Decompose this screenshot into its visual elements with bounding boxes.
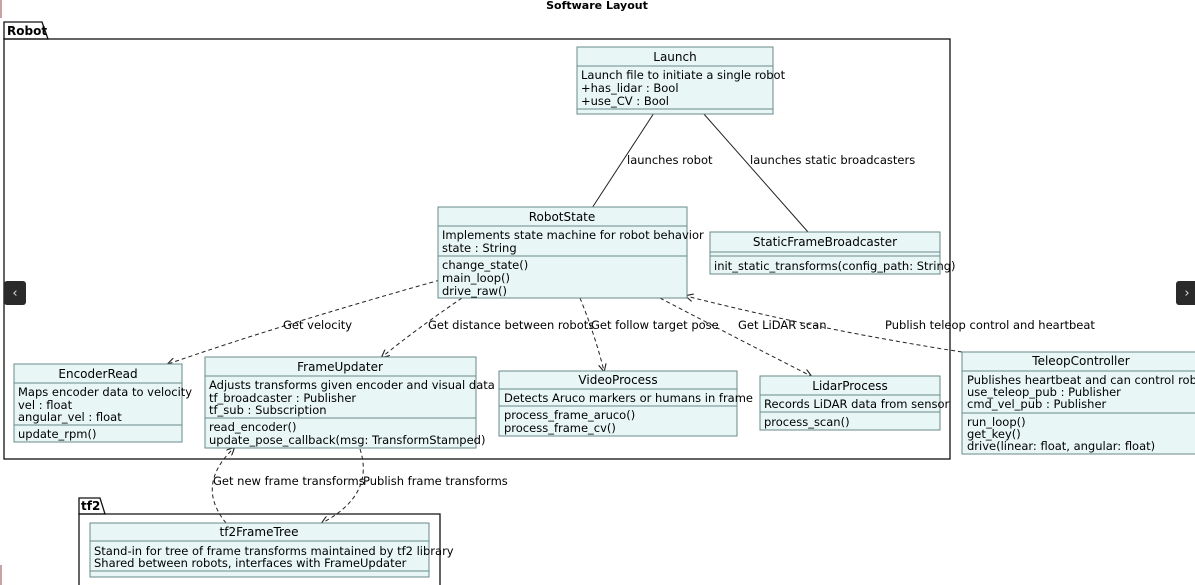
edge-publish-teleop — [686, 296, 963, 353]
left-edge-marker — [0, 565, 2, 585]
package-tf2: tf2 — [78, 497, 441, 585]
class-encoderread: EncoderRead Maps encoder data to velocit… — [13, 363, 192, 443]
class-staticframebroadcaster: StaticFrameBroadcaster init_static_trans… — [709, 231, 956, 275]
edge-get-new-frame — [211, 448, 234, 524]
label-get-distance: Get distance between robots — [428, 318, 594, 332]
package-robot: Robot — [3, 21, 951, 460]
field: tf_broadcaster : Publisher — [209, 391, 356, 405]
class-name: EncoderRead — [58, 367, 137, 381]
previous-button[interactable]: ‹ — [4, 281, 26, 305]
method: init_static_transforms(config_path: Stri… — [714, 259, 956, 273]
class-name: StaticFrameBroadcaster — [753, 235, 897, 249]
method: drive(linear: float, angular: float) — [967, 439, 1155, 453]
class-teleopcontroller: TeleopController Publishes heartbeat and… — [961, 351, 1195, 455]
next-button[interactable]: › — [1176, 281, 1195, 305]
edge-launches-robot — [591, 112, 655, 209]
method: read_encoder() — [209, 420, 296, 434]
chevron-right-icon: › — [1184, 285, 1190, 301]
class-videoprocess: VideoProcess Detects Aruco markers or hu… — [498, 370, 753, 437]
package-tf2-label: tf2 — [81, 499, 100, 513]
label-get-velocity: Get velocity — [283, 318, 352, 332]
label-get-lidar: Get LiDAR scan — [738, 318, 827, 332]
class-name: FrameUpdater — [297, 360, 383, 374]
package-robot-label: Robot — [7, 24, 47, 38]
edge-get-follow — [579, 297, 604, 371]
edges — [168, 112, 963, 524]
method: update_pose_callback(msg: TransformStamp… — [209, 433, 485, 447]
edge-launches-static — [702, 112, 809, 233]
label-publish-frame: Publish frame transforms — [363, 474, 508, 488]
edge-get-lidar — [659, 297, 811, 376]
method: run_loop() — [967, 415, 1026, 429]
field: Implements state machine for robot behav… — [442, 228, 704, 242]
method: drive_raw() — [442, 284, 507, 298]
class-name: Launch — [653, 50, 696, 64]
class-launch: Launch Launch file to initiate a single … — [576, 46, 786, 115]
label-get-new-frame: Get new frame transforms — [213, 474, 365, 488]
field: vel : float — [18, 398, 73, 412]
label-launches-robot: launches robot — [627, 153, 713, 167]
method: get_key() — [967, 427, 1021, 441]
class-lidarprocess: LidarProcess Records LiDAR data from sen… — [759, 375, 950, 431]
field: +has_lidar : Bool — [581, 81, 679, 95]
label-publish-teleop: Publish teleop control and heartbeat — [885, 318, 1095, 332]
field: Shared between robots, interfaces with F… — [94, 556, 407, 570]
field: angular_vel : float — [18, 410, 122, 424]
label-get-follow: Get follow target pose — [591, 318, 719, 332]
field: +use_CV : Bool — [581, 94, 669, 108]
class-frameupdater: FrameUpdater Adjusts transforms given en… — [204, 356, 495, 449]
class-tf2frametree: tf2FrameTree Stand-in for tree of frame … — [89, 522, 454, 578]
field: Adjusts transforms given encoder and vis… — [209, 378, 495, 392]
method: process_frame_aruco() — [504, 408, 635, 422]
field: Maps encoder data to velocity — [18, 385, 192, 399]
field: Detects Aruco markers or humans in frame — [504, 391, 753, 405]
class-name: LidarProcess — [812, 379, 887, 393]
class-name: TeleopController — [1031, 354, 1129, 368]
method: change_state() — [442, 258, 528, 272]
field: state : String — [442, 241, 517, 255]
diagram-title: Software Layout — [546, 0, 648, 12]
edge-get-velocity — [168, 279, 441, 364]
left-edge-marker — [0, 0, 2, 18]
method: update_rpm() — [18, 427, 96, 441]
field: cmd_vel_pub : Publisher — [967, 397, 1107, 411]
method: main_loop() — [442, 271, 510, 285]
field: Records LiDAR data from sensor — [764, 397, 950, 411]
field: use_teleop_pub : Publisher — [967, 385, 1121, 399]
field: tf_sub : Subscription — [209, 403, 327, 417]
method: process_frame_cv() — [504, 421, 616, 435]
class-name: tf2FrameTree — [220, 525, 299, 539]
class-robotstate: RobotState Implements state machine for … — [437, 206, 704, 299]
field: Launch file to initiate a single robot — [581, 68, 786, 82]
field: Publishes heartbeat and can control robo… — [967, 373, 1195, 387]
class-name: RobotState — [529, 210, 596, 224]
class-name: VideoProcess — [578, 373, 657, 387]
label-launches-static: launches static broadcasters — [750, 153, 915, 167]
chevron-left-icon: ‹ — [12, 285, 18, 301]
method: process_scan() — [764, 415, 850, 429]
edge-publish-frame — [322, 448, 364, 523]
field: Stand-in for tree of frame transforms ma… — [94, 544, 454, 558]
